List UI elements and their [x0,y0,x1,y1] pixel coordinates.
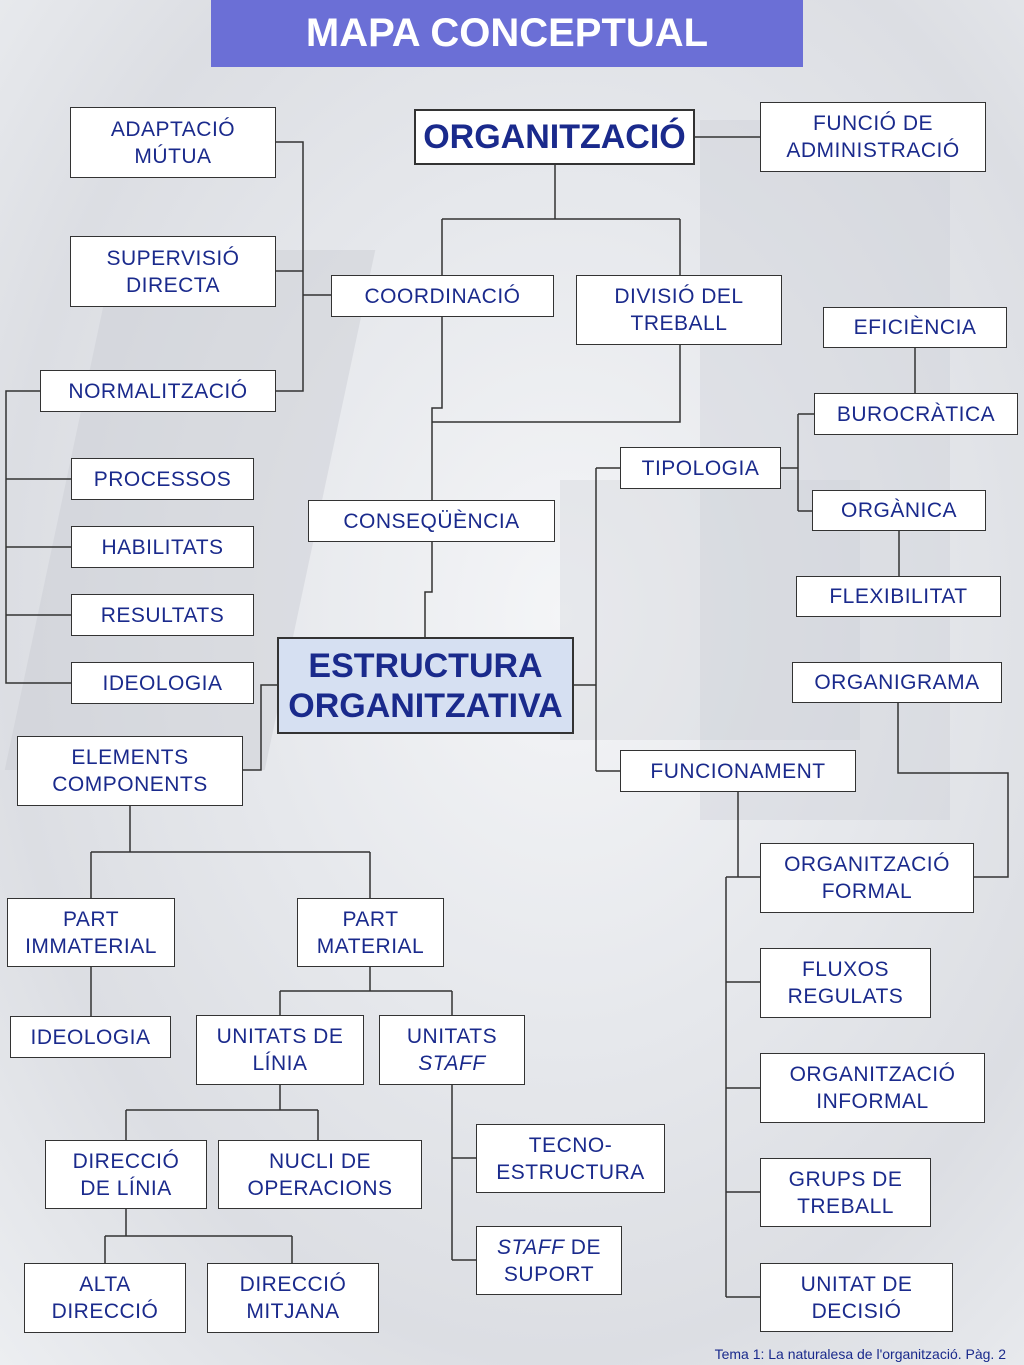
node-consequencia: CONSEQÜÈNCIA [308,500,555,542]
node-unitats-linia: UNITATS DE LÍNIA [196,1015,364,1085]
node-direccio-mitjana: DIRECCIÓ MITJANA [207,1263,379,1333]
node-funcio-administracio: FUNCIÓ DE ADMINISTRACIÓ [760,102,986,172]
node-grups-treball: GRUPS DE TREBALL [760,1158,931,1227]
node-processos: PROCESSOS [71,458,254,500]
node-organigrama: ORGANIGRAMA [792,662,1002,703]
node-tecnoestructura: TECNO- ESTRUCTURA [476,1124,665,1193]
node-coordinacio: COORDINACIÓ [331,275,554,317]
node-part-immaterial: PART IMMATERIAL [7,898,175,967]
node-normalitzacio: NORMALITZACIÓ [40,370,276,412]
footer-text: Tema 1: La naturalesa de l'organització.… [714,1346,1006,1362]
node-direccio-linia: DIRECCIÓ DE LÍNIA [45,1140,207,1209]
node-fluxos-regulats: FLUXOS REGULATS [760,948,931,1018]
node-funcionament: FUNCIONAMENT [620,750,856,792]
node-alta-direccio: ALTA DIRECCIÓ [24,1263,186,1333]
node-eficiencia: EFICIÈNCIA [823,307,1007,348]
node-ideologia: IDEOLOGIA [71,662,254,704]
node-adaptacio-mutua: ADAPTACIÓ MÚTUA [70,107,276,178]
node-unitat-decisio: UNITAT DE DECISIÓ [760,1263,953,1332]
node-tipologia: TIPOLOGIA [620,447,781,489]
node-organitzacio-informal: ORGANITZACIÓ INFORMAL [760,1053,985,1123]
node-organica: ORGÀNICA [812,490,986,531]
node-organitzacio: ORGANITZACIÓ [414,109,695,165]
node-ideologia-immaterial: IDEOLOGIA [10,1016,171,1058]
node-resultats: RESULTATS [71,594,254,636]
node-habilitats: HABILITATS [71,526,254,568]
node-estructura-organitzativa: ESTRUCTURA ORGANITZATIVA [277,637,574,734]
page-title: MAPA CONCEPTUAL [211,0,803,67]
node-supervisio-directa: SUPERVISIÓ DIRECTA [70,236,276,307]
node-divisio-treball: DIVISIÓ DEL TREBALL [576,275,782,345]
node-organitzacio-formal: ORGANITZACIÓ FORMAL [760,843,974,913]
node-nucli-operacions: NUCLI DE OPERACIONS [218,1140,422,1209]
node-burocratica: BUROCRÀTICA [814,393,1018,435]
node-part-material: PART MATERIAL [297,898,444,967]
node-flexibilitat: FLEXIBILITAT [796,576,1001,617]
node-elements-components: ELEMENTS COMPONENTS [17,736,243,806]
